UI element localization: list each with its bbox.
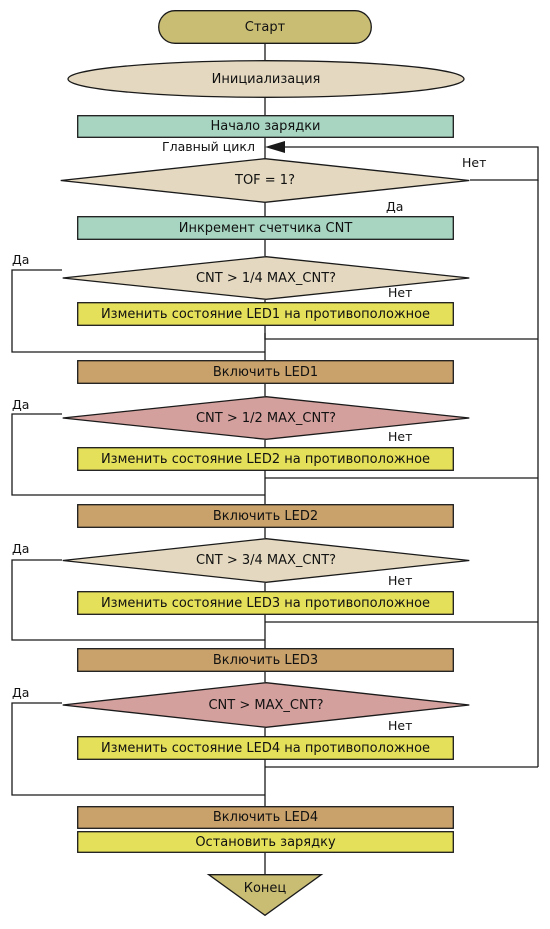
on-led4-process: Включить LED4 xyxy=(77,806,454,829)
stop-charge-process: Остановить зарядку xyxy=(77,831,454,853)
on-led1-process: Включить LED1 xyxy=(77,360,454,384)
main-loop-label: Главный цикл xyxy=(162,139,255,154)
toggle-led4-process: Изменить состояние LED4 на противоположн… xyxy=(77,736,454,760)
toggle-led1-process: Изменить состояние LED1 на противоположн… xyxy=(77,302,454,326)
start-terminal: Старт xyxy=(158,10,372,44)
init-ellipse: Инициализация xyxy=(67,60,465,98)
toggle-led3-process: Изменить состояние LED3 на противоположн… xyxy=(77,591,454,615)
tof-decision: TOF = 1? xyxy=(60,158,470,203)
tof-yes-label: Да xyxy=(386,199,404,214)
quarter-yes-label: Да xyxy=(12,252,30,267)
on-led3-process: Включить LED3 xyxy=(77,648,454,672)
tof-no-label: Нет xyxy=(462,155,487,170)
charge-start-process: Начало зарядки xyxy=(77,115,454,138)
half-no-label: Нет xyxy=(388,429,413,444)
three-quarter-yes-label: Да xyxy=(12,541,30,556)
toggle-led2-process: Изменить состояние LED2 на противоположн… xyxy=(77,447,454,471)
end-terminal: Конец xyxy=(206,874,324,917)
quarter-no-label: Нет xyxy=(388,285,413,300)
max-no-label: Нет xyxy=(388,718,413,733)
on-led2-process: Включить LED2 xyxy=(77,504,454,528)
max-yes-label: Да xyxy=(12,685,30,700)
half-yes-label: Да xyxy=(12,397,30,412)
increment-process: Инкремент счетчика CNT xyxy=(77,216,454,240)
three-quarter-no-label: Нет xyxy=(388,573,413,588)
